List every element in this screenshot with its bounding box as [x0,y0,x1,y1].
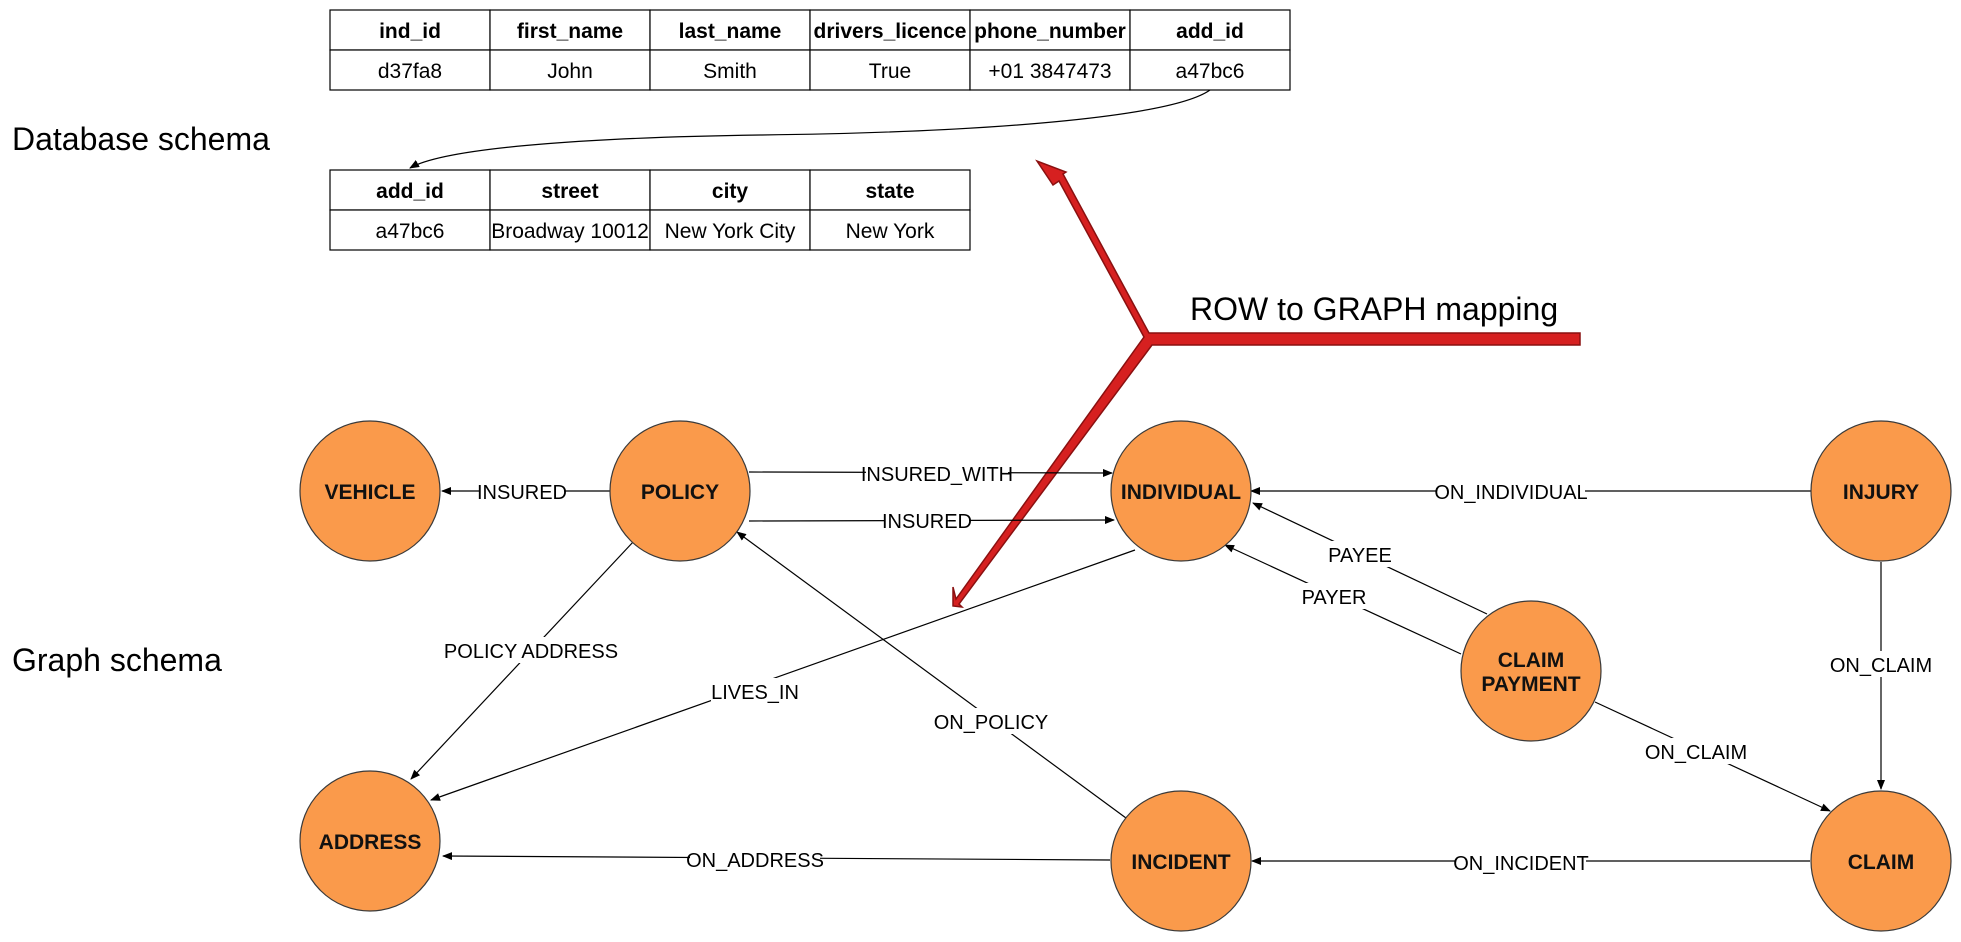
table-header: state [865,180,914,203]
table-cell: d37fa8 [378,60,442,83]
node-address: ADDRESS [299,770,441,912]
mapping-arrow: ROW to GRAPH mapping [952,159,1581,608]
edge-label: INSURED [477,482,567,504]
table-cell: a47bc6 [1176,60,1245,83]
node-individual: INDIVIDUAL [1110,420,1252,562]
graph-edge-labels: INSURED INSURED_WITH INSURED ON_INDIVIDU… [444,460,1932,875]
edge-incident-policy [736,531,1127,819]
node-claim: CLAIM [1810,790,1952,932]
node-label: POLICY [641,481,719,504]
node-policy: POLICY [609,420,751,562]
graph-nodes: VEHICLE POLICY INDIVIDUAL INJURY CLAIM P… [299,420,1952,932]
database-schema-label: Database schema [12,121,270,157]
node-label: INDIVIDUAL [1121,481,1241,504]
edge-label: POLICY ADDRESS [444,641,618,663]
table-header: city [712,180,749,203]
table-cell: Smith [703,60,757,83]
table-cell: a47bc6 [376,220,445,243]
node-incident: INCIDENT [1110,790,1252,932]
table-header: street [541,180,598,203]
node-injury: INJURY [1810,420,1952,562]
edge-label: INSURED [882,511,972,533]
node-claim-payment: CLAIM PAYMENT [1460,600,1602,742]
node-label: ADDRESS [319,831,422,854]
node-label: CLAIM [1498,649,1565,672]
edge-label: PAYER [1302,587,1367,609]
node-label: INJURY [1843,481,1919,504]
table-header: ind_id [379,20,441,43]
table-cell: New York [846,220,935,243]
edge-individual-address [430,549,1136,801]
node-label: PAYMENT [1481,673,1580,696]
individual-table: ind_id first_name last_name drivers_lice… [329,9,1291,91]
mapping-label: ROW to GRAPH mapping [1190,291,1558,327]
table-cell: Broadway 10012 [491,220,649,243]
node-label: VEHICLE [324,481,415,504]
table-header: drivers_licence [814,20,967,43]
node-label: INCIDENT [1131,851,1230,874]
node-vehicle: VEHICLE [299,420,441,562]
edge-label: ON_INDIVIDUAL [1434,482,1587,504]
mapping-arrow-shape [952,159,1581,608]
table-cell: True [869,60,911,83]
address-table: add_id street city state a47bc6 Broadway… [329,169,971,251]
edge-label: LIVES_IN [711,682,799,704]
edge-label: PAYEE [1328,545,1392,567]
table-header: add_id [376,180,444,203]
node-label: CLAIM [1848,851,1915,874]
edge-label: ON_CLAIM [1645,742,1747,764]
table-cell: John [547,60,593,83]
table-header: add_id [1176,20,1244,43]
table-header: first_name [517,20,623,43]
edge-label: ON_ADDRESS [686,850,824,872]
graph-schema-label: Graph schema [12,642,222,678]
edge-label: ON_CLAIM [1830,655,1932,677]
table-cell: New York City [665,220,796,243]
foreign-key-connector [409,89,1211,169]
table-header: phone_number [974,20,1126,43]
edge-label: ON_POLICY [934,712,1048,734]
edge-label: ON_INCIDENT [1453,853,1589,875]
edge-label: INSURED_WITH [861,464,1013,486]
table-cell: +01 3847473 [988,60,1111,83]
table-header: last_name [679,20,782,43]
